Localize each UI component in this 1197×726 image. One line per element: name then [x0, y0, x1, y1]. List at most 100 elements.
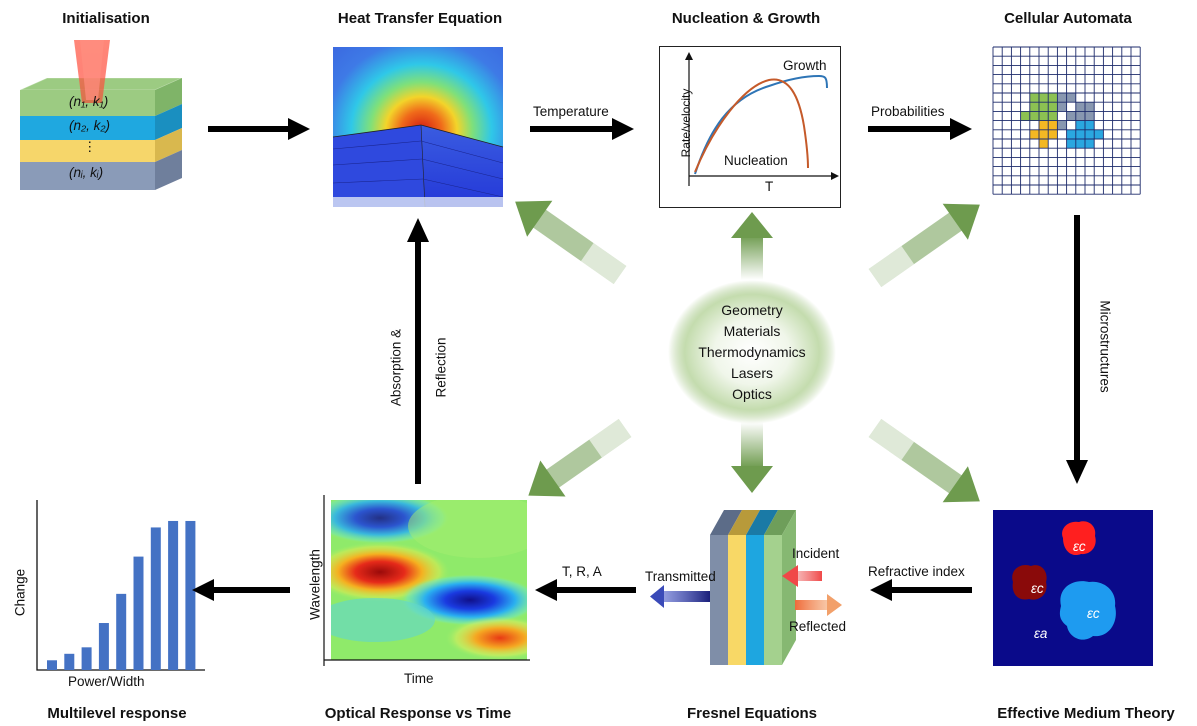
- title-fresnel: Fresnel Equations: [686, 705, 818, 722]
- temperature-label: Temperature: [533, 104, 609, 119]
- ca-cell: [1085, 129, 1095, 139]
- grain-c-left: [1012, 564, 1047, 600]
- ca-cell: [1066, 93, 1076, 103]
- topic-optics: Optics: [732, 386, 772, 402]
- ca-cell: [1048, 129, 1058, 139]
- ca-cell: [1020, 111, 1030, 121]
- ca-cell: [1066, 139, 1076, 149]
- title-cellular-automata: Cellular Automata: [1004, 10, 1132, 27]
- title-multilevel: Multilevel response: [47, 705, 187, 722]
- topic-thermodynamics: Thermodynamics: [698, 344, 806, 360]
- ca-cell: [1066, 111, 1076, 121]
- multilevel-bar: [150, 527, 161, 670]
- title-effective-medium: Effective Medium Theory: [997, 705, 1175, 722]
- ca-cell: [1039, 93, 1049, 103]
- probabilities-label: Probabilities: [871, 104, 945, 119]
- growth-label: Growth: [783, 58, 827, 73]
- ca-cell: [1057, 120, 1067, 130]
- fresnel-block: [650, 510, 842, 665]
- topic-materials: Materials: [723, 323, 781, 339]
- ca-cell: [1066, 129, 1076, 139]
- green-arrow-downright: [868, 418, 980, 503]
- grain-c-top: [1062, 521, 1096, 556]
- ca-cell: [1057, 93, 1067, 103]
- green-arrow-up: [731, 212, 773, 280]
- optical-xlabel: Time: [404, 671, 434, 686]
- ca-cell: [1085, 102, 1095, 112]
- ca-cell: [1039, 139, 1049, 149]
- multilevel-xlabel: Power/Width: [68, 674, 145, 689]
- title-nucleation-growth: Nucleation & Growth: [671, 10, 821, 27]
- transmitted-label: Transmitted: [645, 569, 716, 584]
- multilevel-bar: [185, 520, 196, 670]
- ca-cell: [1048, 120, 1058, 130]
- nucleation-ylabel: Rate/velocity: [679, 88, 693, 158]
- microstructures-label: Microstructures: [1097, 300, 1113, 393]
- title-optical-response: Optical Response vs Time: [324, 705, 512, 722]
- ca-cell: [1075, 111, 1085, 121]
- multilevel-bar: [98, 623, 109, 670]
- nucleation-xlabel: T: [765, 179, 774, 194]
- layer1-label: (n₁, k₁): [69, 94, 109, 109]
- title-initialisation: Initialisation: [62, 10, 150, 27]
- layeri-label: (nᵢ, kᵢ): [69, 165, 104, 180]
- eps-c-left: εc: [1031, 581, 1044, 596]
- ca-cell: [1057, 102, 1067, 112]
- eps-c-top: εc: [1073, 539, 1086, 554]
- absorption-label: Absorption &: [388, 328, 404, 407]
- reflection-label: Reflection: [433, 337, 449, 398]
- heat-map: [332, 47, 504, 208]
- ca-cell: [1039, 102, 1049, 112]
- multilevel-bar: [64, 653, 75, 670]
- topic-lasers: Lasers: [730, 365, 774, 381]
- optical-response-map: [323, 495, 530, 666]
- ca-cell: [1029, 129, 1039, 139]
- green-arrow-upright: [868, 203, 980, 288]
- ca-cell: [1075, 120, 1085, 130]
- multilevel-bar: [81, 647, 92, 670]
- ca-cell: [1075, 139, 1085, 149]
- optical-ylabel: Wavelength: [307, 549, 323, 620]
- multilevel-bar: [133, 556, 144, 670]
- multilevel-bar: [168, 520, 179, 670]
- nucleation-label: Nucleation: [724, 153, 788, 168]
- cellular-automata-grid: [992, 46, 1141, 195]
- ca-cell: [1085, 120, 1095, 130]
- ca-cell: [1039, 129, 1049, 139]
- layer-dots: ⋮: [83, 139, 97, 154]
- center-topics: Geometry Materials Thermodynamics Lasers…: [690, 300, 814, 405]
- multilevel-chart: [36, 500, 205, 671]
- ca-cell: [1039, 120, 1049, 130]
- grain-c-right: [1059, 581, 1116, 640]
- ca-cell: [1085, 111, 1095, 121]
- green-arrow-upleft: [515, 200, 627, 285]
- emt-panel: [993, 510, 1153, 666]
- topic-geometry: Geometry: [721, 302, 783, 318]
- ca-cell: [1085, 139, 1095, 149]
- multilevel-bar: [47, 660, 57, 670]
- multilevel-axes: [36, 500, 205, 671]
- ca-cell: [1029, 102, 1039, 112]
- reflected-label: Reflected: [789, 619, 847, 634]
- ca-cell: [1029, 111, 1039, 121]
- refractive-index-label: Refractive index: [868, 564, 965, 579]
- eps-a: εa: [1034, 626, 1048, 641]
- ca-cell: [1075, 129, 1085, 139]
- nucleation-curve: [694, 78, 809, 173]
- layer2-label: (n₂, k₂): [69, 118, 111, 133]
- eps-c-right: εc: [1087, 606, 1100, 621]
- tra-label: T, R, A: [562, 564, 602, 579]
- ca-cell: [1048, 102, 1058, 112]
- ca-cell: [1048, 111, 1058, 121]
- layer-stack: [19, 40, 183, 190]
- multilevel-ylabel: Change: [12, 568, 28, 617]
- green-arrow-down: [731, 422, 773, 493]
- ca-cell: [1094, 129, 1104, 139]
- ca-cell: [1048, 93, 1058, 103]
- title-heat-transfer: Heat Transfer Equation: [337, 10, 503, 27]
- nucleation-plot: [685, 52, 839, 186]
- ca-cell: [1039, 111, 1049, 121]
- multilevel-bar: [116, 593, 127, 670]
- ca-cell: [1075, 102, 1085, 112]
- ca-cell: [1029, 93, 1039, 103]
